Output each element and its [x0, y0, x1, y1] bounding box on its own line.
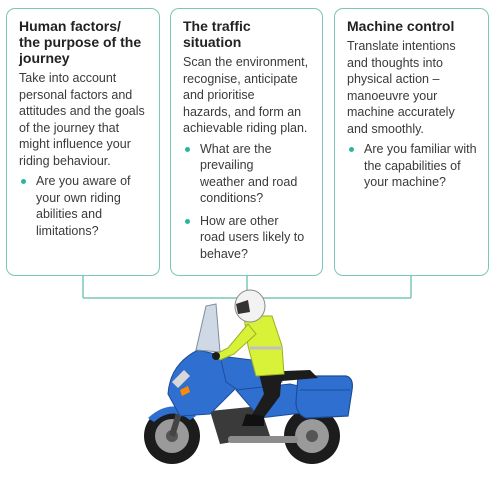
- card-description: Translate intentions and thoughts into p…: [347, 39, 456, 136]
- exhaust-pipe: [228, 436, 298, 443]
- headlight: [172, 370, 190, 388]
- helmet-icon: [234, 289, 266, 323]
- card-traffic-situation: The traffic situation Scan the environme…: [170, 8, 323, 276]
- bullet-dot-icon: [349, 147, 354, 152]
- list-item: Are you aware of your own riding abiliti…: [19, 173, 149, 239]
- card-human-factors: Human factors/ the purpose of the journe…: [6, 8, 160, 276]
- list-item: What are the prevailing weather and road…: [183, 141, 312, 207]
- motorcycle-rider-illustration: [144, 289, 353, 464]
- card-title: Machine control: [347, 18, 455, 34]
- card-title: The traffic situation: [183, 18, 251, 50]
- card-title: Human factors/ the purpose of the journe…: [19, 18, 142, 66]
- bullet-dot-icon: [185, 146, 190, 152]
- rider-leg: [250, 370, 282, 420]
- question-list: What are the prevailing weather and road…: [183, 141, 312, 263]
- question-list: Are you aware of your own riding abiliti…: [19, 173, 149, 239]
- rider-glove: [212, 352, 220, 360]
- bullet-dot-icon: [21, 179, 26, 184]
- card-description: Take into account personal factors and a…: [19, 71, 145, 168]
- rider-arm: [215, 323, 257, 361]
- card-machine-control: Machine control Translate intentions and…: [334, 8, 489, 276]
- question-list: Are you familiar with the capabilities o…: [347, 141, 478, 191]
- pannier: [295, 375, 353, 419]
- bullet-dot-icon: [185, 218, 190, 224]
- list-item: Are you familiar with the capabilities o…: [347, 141, 478, 191]
- rider-boot: [242, 414, 264, 426]
- rear-wheel: [284, 408, 340, 464]
- indicator: [180, 386, 190, 396]
- list-item: How are other road users likely to behav…: [183, 213, 312, 263]
- windscreen: [195, 303, 221, 353]
- card-description: Scan the environment, recognise, anticip…: [183, 55, 309, 135]
